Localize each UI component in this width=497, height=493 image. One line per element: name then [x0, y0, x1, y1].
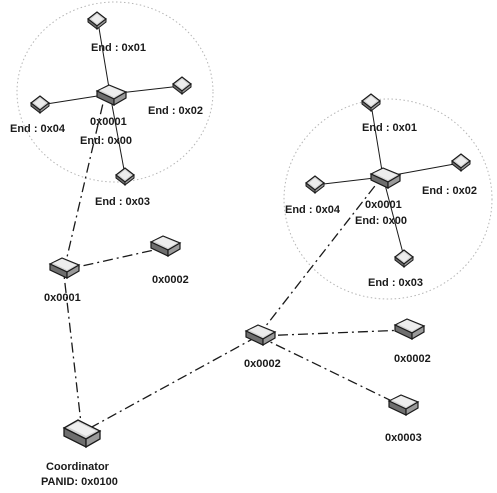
cluster-right-boundary: [283, 98, 493, 300]
link-left-router-to-cluster: [63, 98, 105, 271]
right-router-address-label: 0x0002: [244, 358, 281, 370]
right-end-02-label: End : 0x02: [422, 185, 477, 197]
link-left-router-to-child: [63, 247, 164, 271]
cluster-left-boundary: [16, 1, 214, 183]
spoke-left-end-01: [97, 21, 111, 95]
spoke-right-end-03: [382, 176, 405, 258]
left-end-03-label: End : 0x03: [95, 196, 150, 208]
end-device-icon: [87, 11, 107, 30]
router-device-icon: [150, 235, 181, 257]
link-coordinator-to-right-router: [89, 335, 259, 429]
left-router-end-label: End: 0x00: [80, 135, 132, 147]
left-router-address-label: 0x0001: [44, 292, 81, 304]
router-device-icon: [370, 167, 401, 189]
coordinator-panid: PANID: 0x0100: [41, 476, 118, 488]
router-device-icon: [96, 84, 127, 106]
spoke-left-end-03: [109, 93, 126, 176]
spoke-right-end-01: [370, 103, 384, 178]
end-device-icon: [172, 76, 192, 95]
coordinator-device-icon: [63, 419, 101, 448]
right-end-01-label: End : 0x01: [362, 122, 417, 134]
end-device-icon: [394, 249, 414, 268]
right-end-04-label: End : 0x04: [285, 204, 341, 216]
left-child-router-label: 0x0002: [152, 274, 189, 286]
end-device-icon: [305, 175, 325, 194]
coordinator-title: Coordinator: [46, 461, 110, 473]
end-device-icon: [361, 93, 381, 112]
right-child-router-b-label: 0x0003: [385, 432, 422, 444]
end-device-icon: [115, 167, 135, 186]
right-end-03-label: End : 0x03: [368, 277, 423, 289]
router-device-icon: [49, 257, 80, 279]
router-device-icon: [394, 318, 425, 340]
left-end-01-label: End : 0x01: [91, 42, 146, 54]
end-device-icon: [451, 153, 471, 172]
link-right-router-to-cluster: [257, 181, 379, 337]
end-device-icon: [30, 95, 50, 114]
right-router-label: 0x0001: [365, 199, 402, 211]
right-router-end-label: End: 0x00: [355, 215, 407, 227]
link-coordinator-to-left-router: [63, 274, 83, 433]
router-device-icon: [388, 394, 419, 416]
left-router-label: 0x0001: [90, 116, 127, 128]
link-right-router-to-child-a: [257, 329, 407, 337]
left-end-02-label: End : 0x02: [148, 105, 203, 117]
left-end-04-label: End : 0x04: [10, 123, 66, 135]
right-child-router-a-label: 0x0002: [394, 353, 431, 365]
link-right-router-to-child-b: [257, 335, 401, 406]
